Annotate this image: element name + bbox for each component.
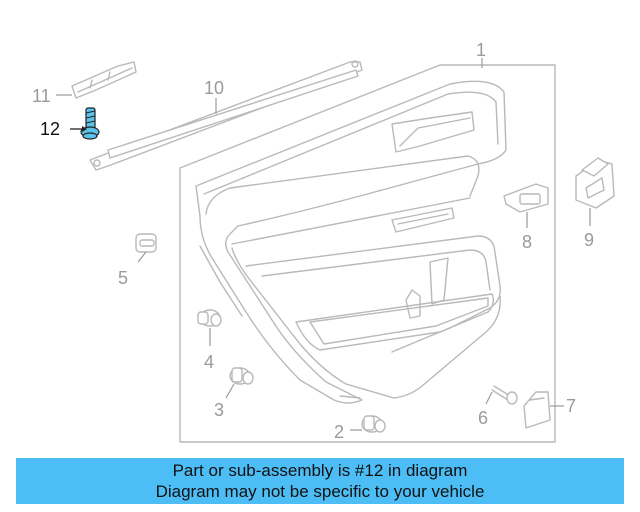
label-part-2: 2 xyxy=(334,422,344,442)
label-part-7: 7 xyxy=(566,396,576,416)
clip-2 xyxy=(350,415,386,433)
label-part-3: 3 xyxy=(214,400,224,420)
window-switch xyxy=(575,157,615,226)
label-part-11: 11 xyxy=(32,86,51,106)
label-part-1: 1 xyxy=(476,40,486,60)
screw-6 xyxy=(485,385,518,405)
clip-5 xyxy=(135,233,157,263)
cover-cap xyxy=(523,391,564,429)
upper-trim-strip xyxy=(89,60,363,171)
bracket xyxy=(71,61,137,99)
clip-4 xyxy=(197,309,222,346)
clip-3 xyxy=(225,367,254,399)
door-trim-panel xyxy=(179,64,556,443)
switch-bezel xyxy=(503,183,549,228)
screw-highlighted xyxy=(70,107,100,140)
label-part-4: 4 xyxy=(204,352,214,372)
banner-line-disclaimer: Diagram may not be specific to your vehi… xyxy=(155,482,485,501)
label-part-5: 5 xyxy=(118,268,128,288)
label-part-9: 9 xyxy=(584,230,594,250)
label-part-6: 6 xyxy=(478,408,488,428)
label-part-10: 10 xyxy=(204,78,224,98)
banner-line-part: Part or sub-assembly is #12 in diagram xyxy=(172,461,468,480)
info-banner: Part or sub-assembly is #12 in diagram D… xyxy=(16,458,624,504)
label-part-8: 8 xyxy=(522,232,532,252)
label-part-12: 12 xyxy=(40,119,60,139)
